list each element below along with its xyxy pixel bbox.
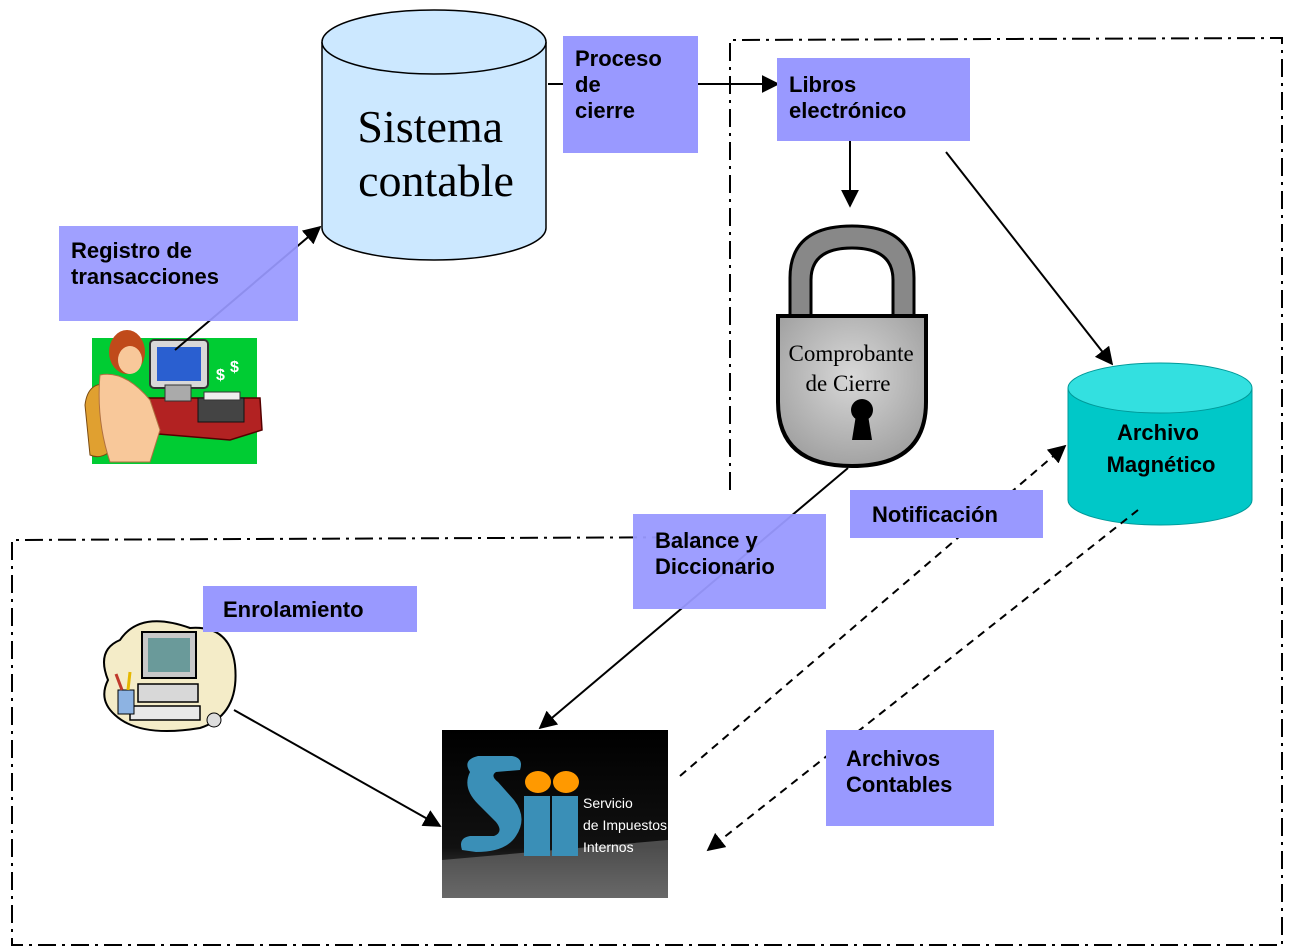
archivo-magnetico-label: Archivo Magnético [1107,420,1216,477]
user-at-computer-icon: $ $ [84,330,263,464]
archivos-contables-label: Archivos Contables [826,730,994,826]
sistema-contable-cylinder [321,9,547,261]
arrow-libros-to-archivo [945,151,1114,366]
sii-logo-text: Servicio de Impuestos Internos [583,795,671,855]
libros-electronico-label: Libros electrónico [777,58,970,141]
computer-icon [103,620,237,733]
svg-text:$: $ [216,367,225,384]
sii-logo [442,730,668,898]
arrow-pc-to-sii [233,709,442,827]
enrolamiento-label: Enrolamiento [203,586,417,632]
archivo-magnetico-cylinder [1067,362,1253,526]
proceso-cierre-label: Proceso de cierre [563,36,698,153]
arrow-archivo-to-sii-dashed [706,509,1139,852]
registro-transacciones-label: Registro de transacciones [59,226,298,321]
sistema-contable-label: Sistema contable [357,101,514,206]
comprobante-cierre-label: Comprobante de Cierre [789,341,920,396]
notificacion-label: Notificación [850,490,1043,538]
svg-text:$: $ [230,359,239,376]
balance-diccionario-label: Balance y Diccionario [633,514,826,609]
lock-icon [776,224,928,469]
